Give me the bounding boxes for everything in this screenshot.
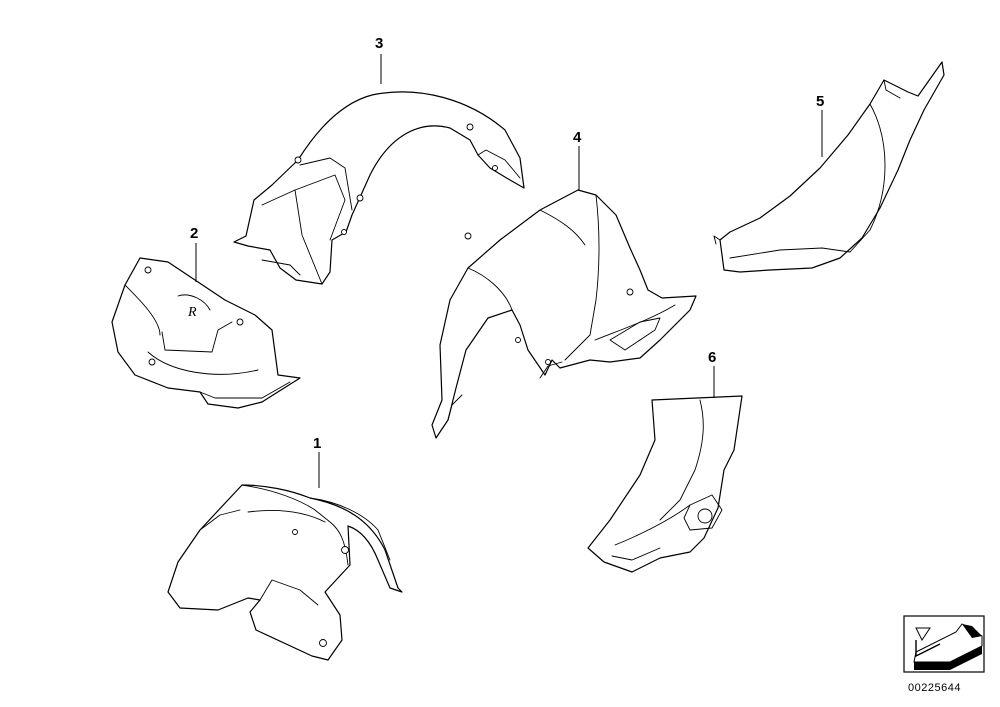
reference-box: [903, 615, 985, 673]
drawing-number: 00225644: [908, 682, 961, 694]
callout-numbers: 1 2 3 4 5 6: [190, 35, 824, 452]
part-1-fender: [167, 484, 403, 661]
part-3-cover: [233, 91, 525, 285]
callout-4: 4: [573, 129, 582, 146]
emblem-text: R: [187, 305, 197, 320]
part-6-cover: [587, 395, 743, 573]
part-5-trim: [713, 61, 945, 273]
part-4-side-panel: [431, 189, 697, 439]
callout-6: 6: [708, 349, 716, 366]
arrow-icon: [913, 623, 983, 670]
callout-1: 1: [313, 435, 321, 452]
part-2-cowl: R: [111, 257, 301, 409]
leader-lines: [195, 54, 823, 488]
callout-2: 2: [190, 225, 198, 242]
callout-5: 5: [816, 93, 824, 110]
callout-3: 3: [375, 35, 383, 52]
